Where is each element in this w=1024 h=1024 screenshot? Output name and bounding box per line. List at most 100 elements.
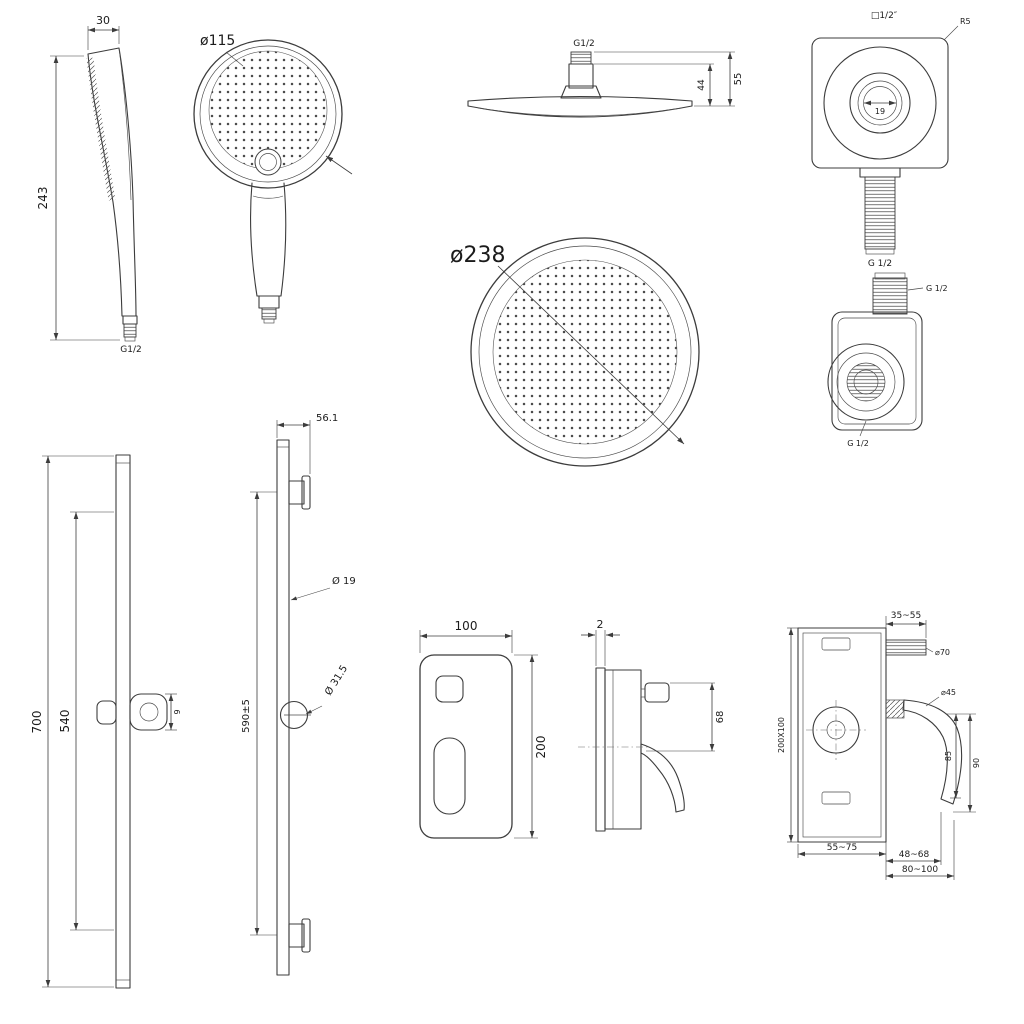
elbow-side-thread-top-label: G 1/2 xyxy=(926,284,948,293)
wall-elbow-side-view: G 1/2 G 1/2 xyxy=(827,272,948,448)
grip-hatch-band xyxy=(86,57,116,201)
head-inner-circle xyxy=(478,245,692,459)
bar-span-label: 540 xyxy=(58,710,72,733)
lever-dia-label: ⌀45 xyxy=(941,688,956,697)
leader-line xyxy=(925,647,934,653)
top-bracket-arm xyxy=(288,480,305,505)
bar-top-offset-label: 56.1 xyxy=(316,413,338,424)
bore-hole xyxy=(863,86,897,120)
spray-face-top xyxy=(492,259,678,445)
slide-bar-front-view: 9 700 540 xyxy=(30,454,182,989)
mode-button-inner xyxy=(259,153,277,171)
plate-width-label: 100 xyxy=(455,619,478,633)
slider-knob xyxy=(96,700,117,725)
elbow-face-hole xyxy=(853,369,879,395)
holder-dim-label: 9 xyxy=(173,709,182,714)
hand-shower-width-label: 30 xyxy=(96,14,110,27)
wall-elbow-front-view: 19 G 1/2 □1/2″ R5 xyxy=(811,11,971,269)
knob-stem xyxy=(640,688,646,698)
valve-plate-size-label: 200X100 xyxy=(777,717,786,753)
leader-line xyxy=(907,287,924,291)
elbow-top-cap xyxy=(874,272,906,280)
hand-shower-thread-label: G1/2 xyxy=(120,345,141,355)
escutcheon-ring xyxy=(849,72,911,134)
elbow-thread-pipe xyxy=(864,176,896,250)
hand-shower-side-view: 30 243 G1/2 xyxy=(36,14,142,355)
bore-ring xyxy=(857,80,903,126)
elbow-thread-label: G 1/2 xyxy=(868,259,892,269)
slider-holder xyxy=(129,693,168,731)
diverter-knob-side xyxy=(644,682,670,703)
handle-thread xyxy=(261,307,277,320)
head-underside-line xyxy=(477,107,683,117)
connector-pipe xyxy=(568,63,594,89)
slide-bar-side-view: 56.1 Ø 19 Ø 31.5 590±5 xyxy=(241,413,356,976)
outlet-shank xyxy=(885,639,927,656)
leader-line xyxy=(225,51,244,67)
leader-line xyxy=(859,420,867,437)
top-bracket-flange xyxy=(301,475,311,510)
elbow-collar xyxy=(859,167,901,178)
escutcheon-outer xyxy=(823,46,937,160)
overhead-shower-top-view: ø238 xyxy=(450,237,700,467)
bottom-bracket-flange xyxy=(301,918,311,953)
lever-height-label: 68 xyxy=(715,711,726,724)
plate-thickness-label: 2 xyxy=(597,618,604,631)
elbow-body-inner xyxy=(837,317,917,425)
bar-front xyxy=(115,454,131,989)
overhead-shower-side-view: G1/2 44 55 xyxy=(467,39,744,118)
hand-shower-inner-edge xyxy=(118,47,132,201)
elbow-corner-note: R5 xyxy=(960,17,971,26)
handle-nut xyxy=(258,295,280,309)
mixer-plate-front-view: 100 200 xyxy=(419,619,548,839)
diverter-button xyxy=(435,675,464,703)
head-outer-circle xyxy=(470,237,700,467)
bar-overall-label: 700 xyxy=(30,711,44,734)
leader-line xyxy=(305,705,323,715)
valve-depth-label: 35~55 xyxy=(891,611,921,621)
trim-plate xyxy=(419,654,513,839)
knob-diameter-label: Ø 31.5 xyxy=(322,663,350,698)
head-outer-rim xyxy=(193,39,343,189)
elbow-face-opening xyxy=(827,343,905,421)
bottom-port xyxy=(821,791,851,805)
leader-line xyxy=(290,587,331,601)
leader-line xyxy=(925,696,940,707)
mixer-valve-install-view: 35~55 ⌀70 ⌀45 200X100 85 90 55~75 48~68 … xyxy=(777,611,981,880)
head-thread-label: G1/2 xyxy=(573,39,594,49)
elbow-pipe-cap xyxy=(865,248,895,255)
hose-thread xyxy=(123,323,137,338)
hose-tip xyxy=(124,336,136,342)
head-inner-rim xyxy=(199,45,337,183)
valve-body-side xyxy=(604,669,642,830)
elbow-bore-label: 19 xyxy=(875,107,885,116)
head-total-height-label: 55 xyxy=(733,73,744,86)
outlet-dia-label: ⌀70 xyxy=(935,648,950,657)
head-diameter-label: ø238 xyxy=(450,243,505,268)
valve-housing xyxy=(797,627,887,843)
connector-thread xyxy=(570,51,592,65)
valve-d2-label: 48~68 xyxy=(899,850,930,860)
connector-collar xyxy=(560,85,602,99)
valve-d1-label: 55~75 xyxy=(827,843,857,853)
valve-h2-label: 90 xyxy=(972,758,981,768)
elbow-plate-note: □1/2″ xyxy=(871,11,898,21)
plate-height-label: 200 xyxy=(534,736,548,759)
lever-side xyxy=(640,743,685,813)
lever-blade xyxy=(902,699,963,805)
valve-housing-inner xyxy=(802,632,882,838)
leader-line xyxy=(943,25,959,41)
valve-h1-label: 85 xyxy=(944,751,953,761)
mode-button-outer xyxy=(254,148,282,176)
hose-nut xyxy=(122,315,138,325)
elbow-face-thread xyxy=(846,362,886,402)
mixer-plate-side-view: 2 68 xyxy=(578,618,726,832)
elbow-side-thread-bottom-label: G 1/2 xyxy=(847,439,869,448)
hand-shower-height-label: 243 xyxy=(36,187,50,210)
elbow-face-ring xyxy=(836,352,896,412)
head-profile xyxy=(467,95,693,118)
valve-d3-label: 80~100 xyxy=(902,865,938,875)
diameter-leader xyxy=(497,265,685,445)
